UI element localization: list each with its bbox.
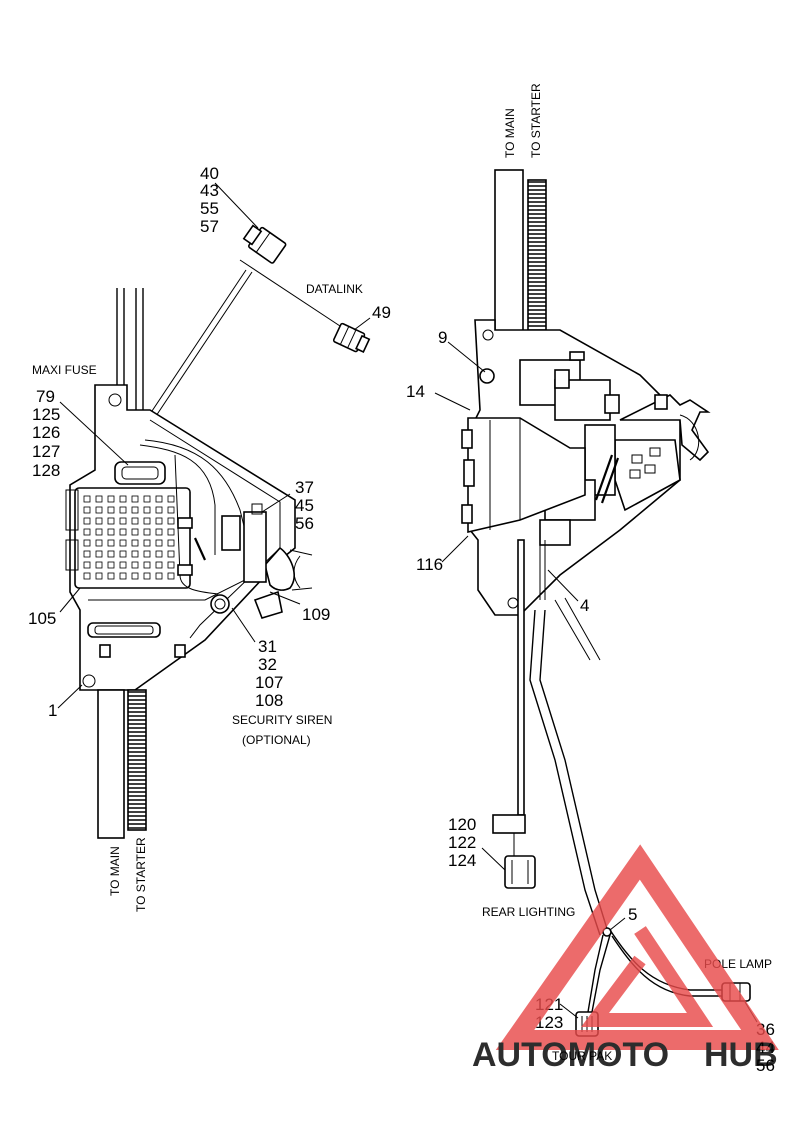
- callout-9: 9: [438, 328, 447, 347]
- label-to-starter-right: TO STARTER: [529, 83, 543, 158]
- label-datalink: DATALINK: [306, 282, 363, 296]
- maxi-fuse: [114, 461, 166, 485]
- callout-125: 125: [32, 405, 60, 424]
- label-to-main-right: TO MAIN: [503, 108, 517, 158]
- callout-5: 5: [628, 905, 637, 924]
- callout-55: 55: [200, 199, 219, 218]
- callout-49: 49: [372, 303, 391, 322]
- label-maxi-fuse: MAXI FUSE: [32, 363, 97, 377]
- leader-lines: [57, 182, 758, 1023]
- callout-116: 116: [416, 555, 443, 574]
- datalink-connector: [332, 322, 371, 354]
- callout-37: 37: [295, 478, 314, 497]
- fuse-box: [65, 487, 191, 589]
- right-assembly: [461, 169, 751, 1037]
- callout-108: 108: [255, 691, 283, 710]
- watermark-triangle-icon: [495, 844, 779, 1050]
- callout-120: 120: [448, 815, 476, 834]
- rear-lighting-connector: [492, 814, 536, 889]
- label-tour-pak: TOUR PAK: [552, 1049, 612, 1063]
- callout-43: 43: [200, 181, 219, 200]
- module-cover: [461, 417, 586, 534]
- callout-45: 45: [295, 496, 314, 515]
- callout-4: 4: [580, 596, 589, 615]
- label-optional: (OPTIONAL): [242, 733, 311, 747]
- label-to-main-left: TO MAIN: [108, 846, 122, 896]
- watermark: AUTOMOTO HUB: [472, 844, 779, 1074]
- callout-127: 127: [32, 442, 60, 461]
- labels: DATALINK MAXI FUSE SECURITY SIREN (OPTIO…: [32, 83, 772, 1063]
- label-security-siren: SECURITY SIREN: [232, 713, 332, 727]
- watermark-inner-triangle-icon: [581, 926, 714, 1027]
- siren: [210, 590, 283, 619]
- callout-109: 109: [302, 605, 330, 624]
- callout-126: 126: [32, 423, 60, 442]
- callout-107: 107: [255, 673, 283, 692]
- callout-122: 122: [448, 833, 476, 852]
- watermark-text-primary: AUTOMOTO: [472, 1036, 669, 1074]
- callout-124: 124: [448, 851, 476, 870]
- callout-31: 31: [258, 637, 277, 656]
- label-to-starter-left: TO STARTER: [134, 837, 148, 912]
- callout-56: 56: [295, 514, 314, 533]
- callout-14: 14: [406, 382, 425, 401]
- corrugated-conduit-left: [127, 689, 147, 831]
- callout-79: 79: [36, 387, 55, 406]
- callout-57: 57: [200, 217, 219, 236]
- callout-40: 40: [200, 164, 219, 183]
- connector-40: [242, 224, 287, 264]
- callout-32: 32: [258, 655, 277, 674]
- callout-105: 105: [28, 609, 56, 628]
- watermark-text-secondary: HUB: [704, 1036, 778, 1074]
- label-rear-lighting: REAR LIGHTING: [482, 905, 575, 919]
- callout-1: 1: [48, 701, 57, 720]
- callout-128: 128: [32, 461, 60, 480]
- callout-56-right: 56: [756, 1056, 775, 1075]
- left-assembly: [65, 224, 371, 839]
